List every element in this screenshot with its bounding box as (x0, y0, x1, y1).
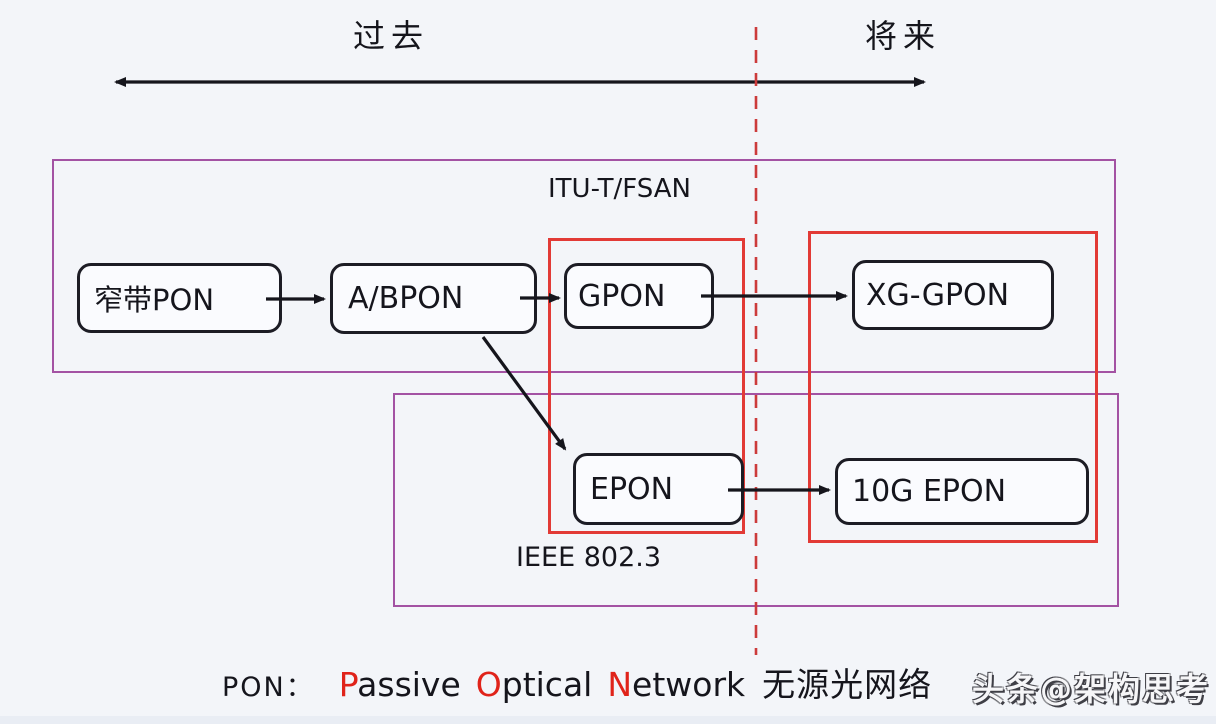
future-label: 将来 (864, 17, 942, 55)
bottom-edge-strip (0, 716, 1216, 724)
ieee-group-label: IEEE 802.3 (516, 542, 662, 573)
footnote-word-passive: Passive (339, 665, 461, 704)
itu-group-label: ITU-T/FSAN (548, 174, 691, 204)
footnote-term: PON： (222, 672, 315, 703)
node-xg-gpon: XG-GPON (852, 260, 1054, 330)
node-narrowband-pon-label: 窄带PON (94, 283, 215, 317)
next-generation-highlight-box (808, 231, 1098, 543)
node-xg-gpon-label: XG-GPON (866, 277, 1010, 313)
footnote-word-network: Network (607, 665, 745, 704)
node-abpon: A/BPON (330, 263, 537, 334)
footnote-chinese-translation: 无源光网络 (762, 665, 933, 704)
footnote-rest-passive: assive (357, 665, 461, 704)
node-abpon-label: A/BPON (348, 281, 464, 316)
node-10g-epon-label: 10G EPON (852, 474, 1007, 509)
footnote-initial-n: N (607, 665, 633, 704)
watermark: 头条@架构思考 (972, 670, 1211, 708)
footnote-word-optical: Optical (476, 665, 593, 704)
footnote-initial-o: O (475, 665, 502, 704)
pon-definition-footnote: PON： Passive Optical Network 无源光网络 (222, 658, 932, 706)
node-epon-label: EPON (590, 471, 674, 507)
footnote-rest-optical: ptical (501, 665, 593, 704)
node-narrowband-pon: 窄带PON (77, 263, 282, 333)
footnote-initial-p: P (338, 665, 358, 704)
node-epon: EPON (573, 453, 744, 525)
past-label: 过去 (352, 17, 430, 55)
node-gpon: GPON (564, 263, 714, 329)
footnote-rest-network: etwork (632, 665, 746, 704)
node-gpon-label: GPON (578, 278, 666, 314)
itu-group-box (52, 159, 1116, 373)
node-10g-epon: 10G EPON (835, 458, 1089, 525)
